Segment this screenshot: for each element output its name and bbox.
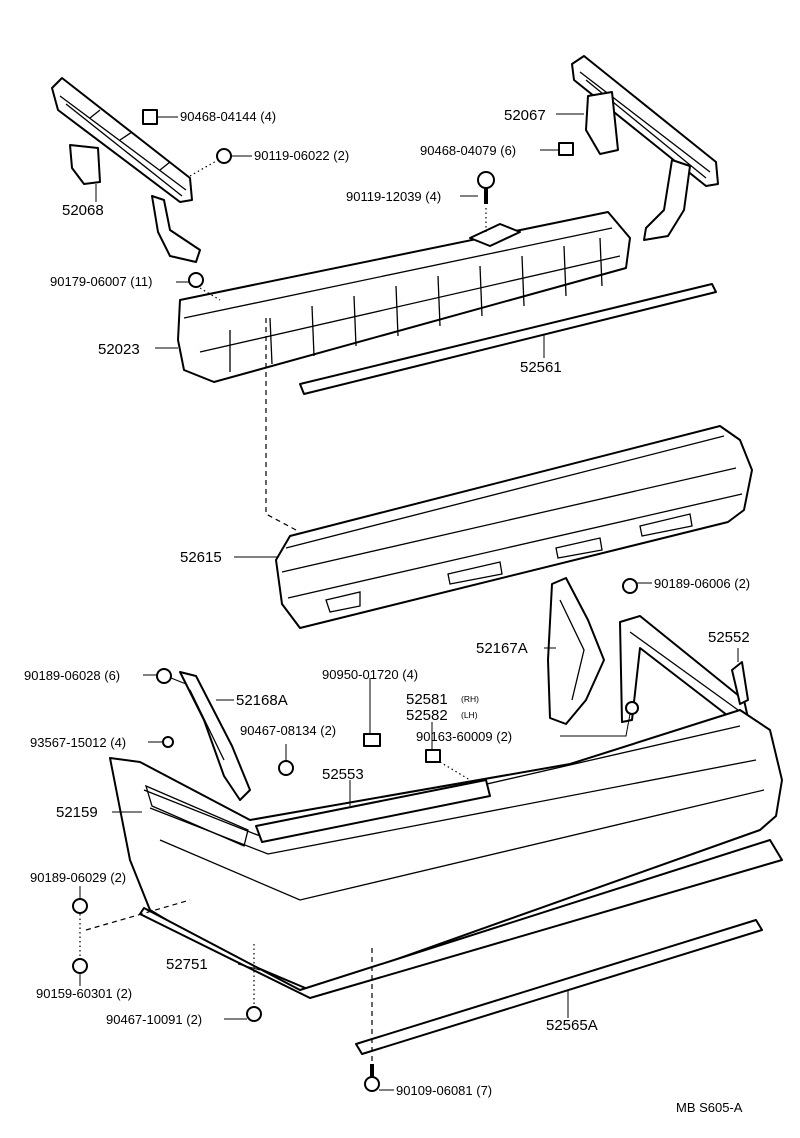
- label-52159: 52159: [56, 804, 98, 821]
- label-90189-06028: 90189-06028 (6): [24, 668, 120, 683]
- label-52067: 52067: [504, 107, 546, 124]
- retainer-52167A: [547, 577, 605, 725]
- label-90468-04144: 90468-04144 (4): [180, 109, 276, 124]
- label-90159-60301: 90159-60301 (2): [36, 986, 132, 1001]
- bracket-52067: [571, 55, 719, 241]
- label-52581: 52581: [406, 691, 448, 708]
- retainer-52168A: [179, 671, 251, 801]
- label-52552: 52552: [708, 629, 750, 646]
- label-90189-06029: 90189-06029 (2): [30, 870, 126, 885]
- absorber-52615: [275, 425, 753, 629]
- label-52615: 52615: [180, 549, 222, 566]
- label-90119-06022: 90119-06022 (2): [254, 148, 349, 163]
- label-90467-08134: 90467-08134 (2): [240, 723, 336, 738]
- label-90179-06007: 90179-06007 (11): [50, 274, 152, 289]
- label-90467-10091: 90467-10091 (2): [106, 1012, 202, 1027]
- fasteners: [72, 109, 639, 1092]
- retainer-52553: [255, 779, 491, 843]
- strip-52561: [299, 283, 717, 395]
- strip-52565A: [355, 919, 763, 1055]
- label-52023: 52023: [98, 341, 140, 358]
- label-52561: 52561: [520, 359, 562, 376]
- label-52582-side: (LH): [461, 710, 478, 720]
- label-52167A: 52167A: [476, 640, 528, 657]
- label-52553: 52553: [322, 766, 364, 783]
- bracket-52068: [51, 77, 201, 263]
- label-90189-06006: 90189-06006 (2): [654, 576, 750, 591]
- reinforcement-52023: [177, 211, 631, 383]
- label-52751: 52751: [166, 956, 208, 973]
- label-90109-06081: 90109-06081 (7): [396, 1083, 492, 1098]
- label-90119-12039: 90119-12039 (4): [346, 189, 441, 204]
- label-93567-15012: 93567-15012 (4): [30, 735, 126, 750]
- footer-code: MB S605-A: [676, 1100, 743, 1115]
- label-52565A: 52565A: [546, 1017, 598, 1034]
- label-52168A: 52168A: [236, 692, 288, 709]
- label-52068: 52068: [62, 202, 104, 219]
- labels: 90468-04144 (4) 90119-06022 (2) 52068 52…: [24, 107, 750, 1115]
- label-52581-side: (RH): [461, 694, 479, 704]
- label-52582: 52582: [406, 707, 448, 724]
- leader-lines: [79, 113, 739, 1091]
- label-90468-04079: 90468-04079 (6): [420, 143, 516, 158]
- label-90163-60009: 90163-60009 (2): [416, 729, 512, 744]
- label-90950-01720: 90950-01720 (4): [322, 667, 418, 682]
